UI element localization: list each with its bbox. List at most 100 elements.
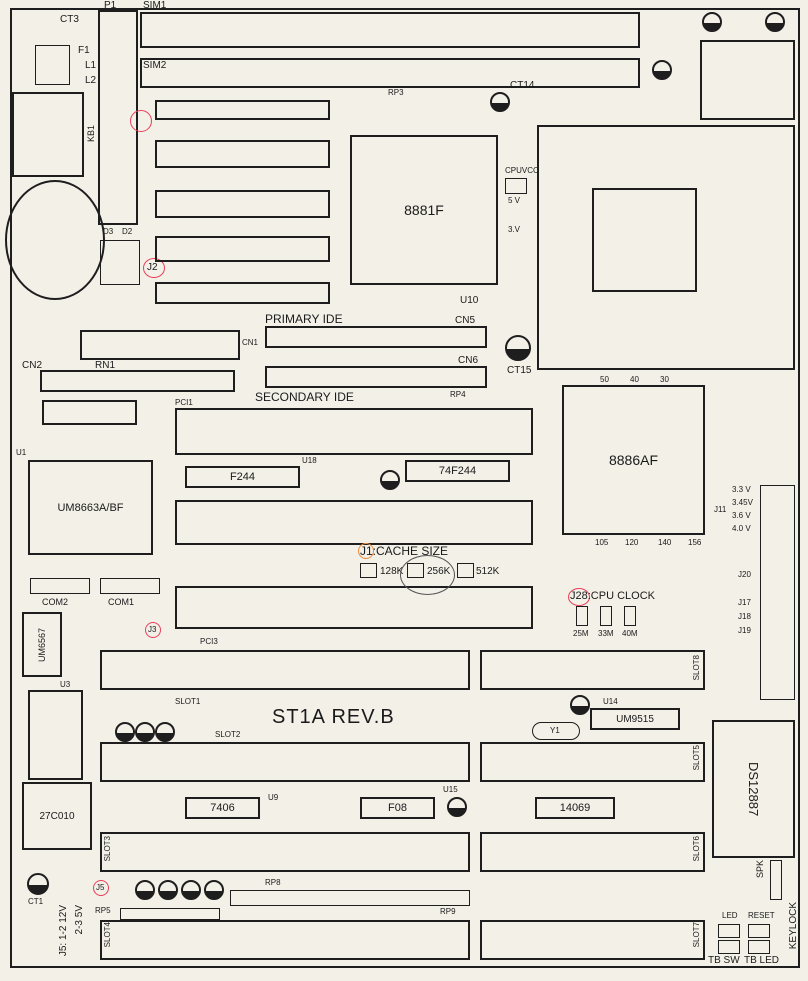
- capacitor-ct1: [27, 873, 49, 895]
- pin-30: 30: [660, 375, 669, 384]
- j11-label: J11: [714, 505, 727, 514]
- clock-jumper-25m: [576, 606, 588, 626]
- pin-140: 140: [658, 538, 672, 547]
- capacitor-c110: [181, 880, 201, 900]
- fuse-block: [35, 45, 70, 85]
- j5-label: J5: [96, 883, 105, 892]
- chip-um6567-label: UM6567: [37, 627, 47, 662]
- connector-cn1: [80, 330, 240, 360]
- spk-label: SPK: [755, 860, 765, 879]
- cache-jumper-128k: [360, 563, 377, 578]
- chip-ds12887-label: DS12887: [746, 761, 761, 817]
- circled-256k: [400, 555, 455, 595]
- connector-cn2: [40, 370, 235, 392]
- isa-slot-1: [100, 650, 470, 690]
- com1-label: COM1: [108, 597, 135, 607]
- capacitor-c111: [204, 880, 224, 900]
- u15-label: U15: [443, 785, 458, 794]
- chip-f08: F08: [360, 797, 435, 819]
- j5-setting-2: 2-3 5V: [74, 905, 85, 935]
- keylock-label: KEYLOCK: [788, 902, 799, 950]
- pin-40: 40: [630, 375, 639, 384]
- pin-156: 156: [688, 538, 702, 547]
- clock-jumper-40m: [624, 606, 636, 626]
- com2-header: [30, 578, 90, 594]
- resistor-pack-rp5: [120, 908, 220, 920]
- battery-circle: [5, 180, 105, 300]
- j18-label: J18: [738, 612, 751, 621]
- header-reset: [748, 924, 770, 938]
- y1-label: Y1: [550, 726, 560, 735]
- chip-ds12887: DS12887: [712, 720, 795, 858]
- capacitor-c14a: [115, 722, 135, 742]
- slot8-label: SLOT8: [692, 655, 701, 681]
- cn2-label: CN2: [22, 360, 43, 371]
- led-label: LED: [722, 911, 738, 920]
- secondary-ide-label: SECONDARY IDE: [255, 390, 354, 404]
- l2-label: L2: [85, 75, 97, 86]
- cpuvcc-label: CPUVCC: [505, 166, 539, 175]
- p1-label: P1: [104, 0, 117, 11]
- chip-um8663a-label: UM8663A/BF: [57, 501, 124, 514]
- cache-socket-4: [155, 236, 330, 262]
- pin-105: 105: [595, 538, 609, 547]
- cache-512k: 512K: [476, 566, 500, 577]
- isa-slot-7: [480, 920, 705, 960]
- chip-74f244-label: 74F244: [438, 465, 477, 477]
- chip-8886af-label: 8886AF: [608, 452, 659, 468]
- 3v-label: 3.V: [508, 225, 521, 234]
- primary-ide-connector: [265, 326, 487, 348]
- rp8-label: RP8: [265, 878, 281, 887]
- chip-27c010-label: 27C010: [39, 810, 75, 822]
- d2-label: D2: [122, 227, 133, 236]
- u1-label: U1: [16, 448, 27, 457]
- kb-connector: [12, 92, 84, 177]
- cpu-socket: [537, 125, 795, 370]
- j3-label: J3: [148, 625, 157, 634]
- secondary-ide-connector: [265, 366, 487, 388]
- j5-setting-1: J5: 1-2 12V: [58, 905, 69, 957]
- pin-120: 120: [625, 538, 639, 547]
- cache-jumper-512k: [457, 563, 474, 578]
- 5v-label: 5 V: [508, 196, 521, 205]
- pci1-label: PCI1: [175, 398, 193, 407]
- voltage-3-45: 3.45V: [732, 498, 753, 507]
- voltage-3-3: 3.3 V: [732, 485, 751, 494]
- chip-um9515: UM9515: [590, 708, 680, 730]
- tb-sw-label: TB SW: [708, 955, 740, 966]
- cache-128k: 128K: [380, 566, 404, 577]
- u10-label: U10: [460, 295, 479, 306]
- capacitor-ct18: [570, 695, 590, 715]
- chip-27c010: 27C010: [22, 782, 92, 850]
- chip-8881f-label: 8881F: [404, 202, 444, 218]
- simm1-label: SIM1: [143, 0, 167, 11]
- chip-74f244: 74F244: [405, 460, 510, 482]
- highlight-j1: [358, 543, 374, 559]
- chip-um9515-label: UM9515: [616, 713, 654, 725]
- f1-label: F1: [78, 45, 90, 56]
- pci-slot-2: [175, 500, 533, 545]
- highlight-j3: [145, 622, 161, 638]
- chip-um8663a: UM8663A/BF: [28, 460, 153, 555]
- com1-header: [100, 578, 160, 594]
- simm2-label: SIM2: [143, 60, 167, 71]
- u9-label: U9: [268, 793, 279, 802]
- chip-14069: 14069: [535, 797, 615, 819]
- diode-block: [100, 240, 140, 285]
- crystal-y1: [532, 722, 580, 740]
- chip-7406: 7406: [185, 797, 260, 819]
- capacitor-ct15: [505, 335, 531, 361]
- rp4-label: RP4: [450, 390, 466, 399]
- isa-slot-3: [100, 832, 470, 872]
- clock-jumper-33m: [600, 606, 612, 626]
- speaker-header: [770, 860, 782, 900]
- chip-f244: F244: [185, 466, 300, 488]
- chip-7406-label: 7406: [210, 802, 235, 814]
- l1-label: L1: [85, 60, 97, 71]
- board-outline: [10, 8, 800, 968]
- clock-25m: 25M: [573, 629, 589, 638]
- pci-slot-1: [175, 408, 533, 455]
- cpu-clock-label: J28:CPU CLOCK: [570, 590, 655, 602]
- chip-u3-block: [28, 690, 83, 780]
